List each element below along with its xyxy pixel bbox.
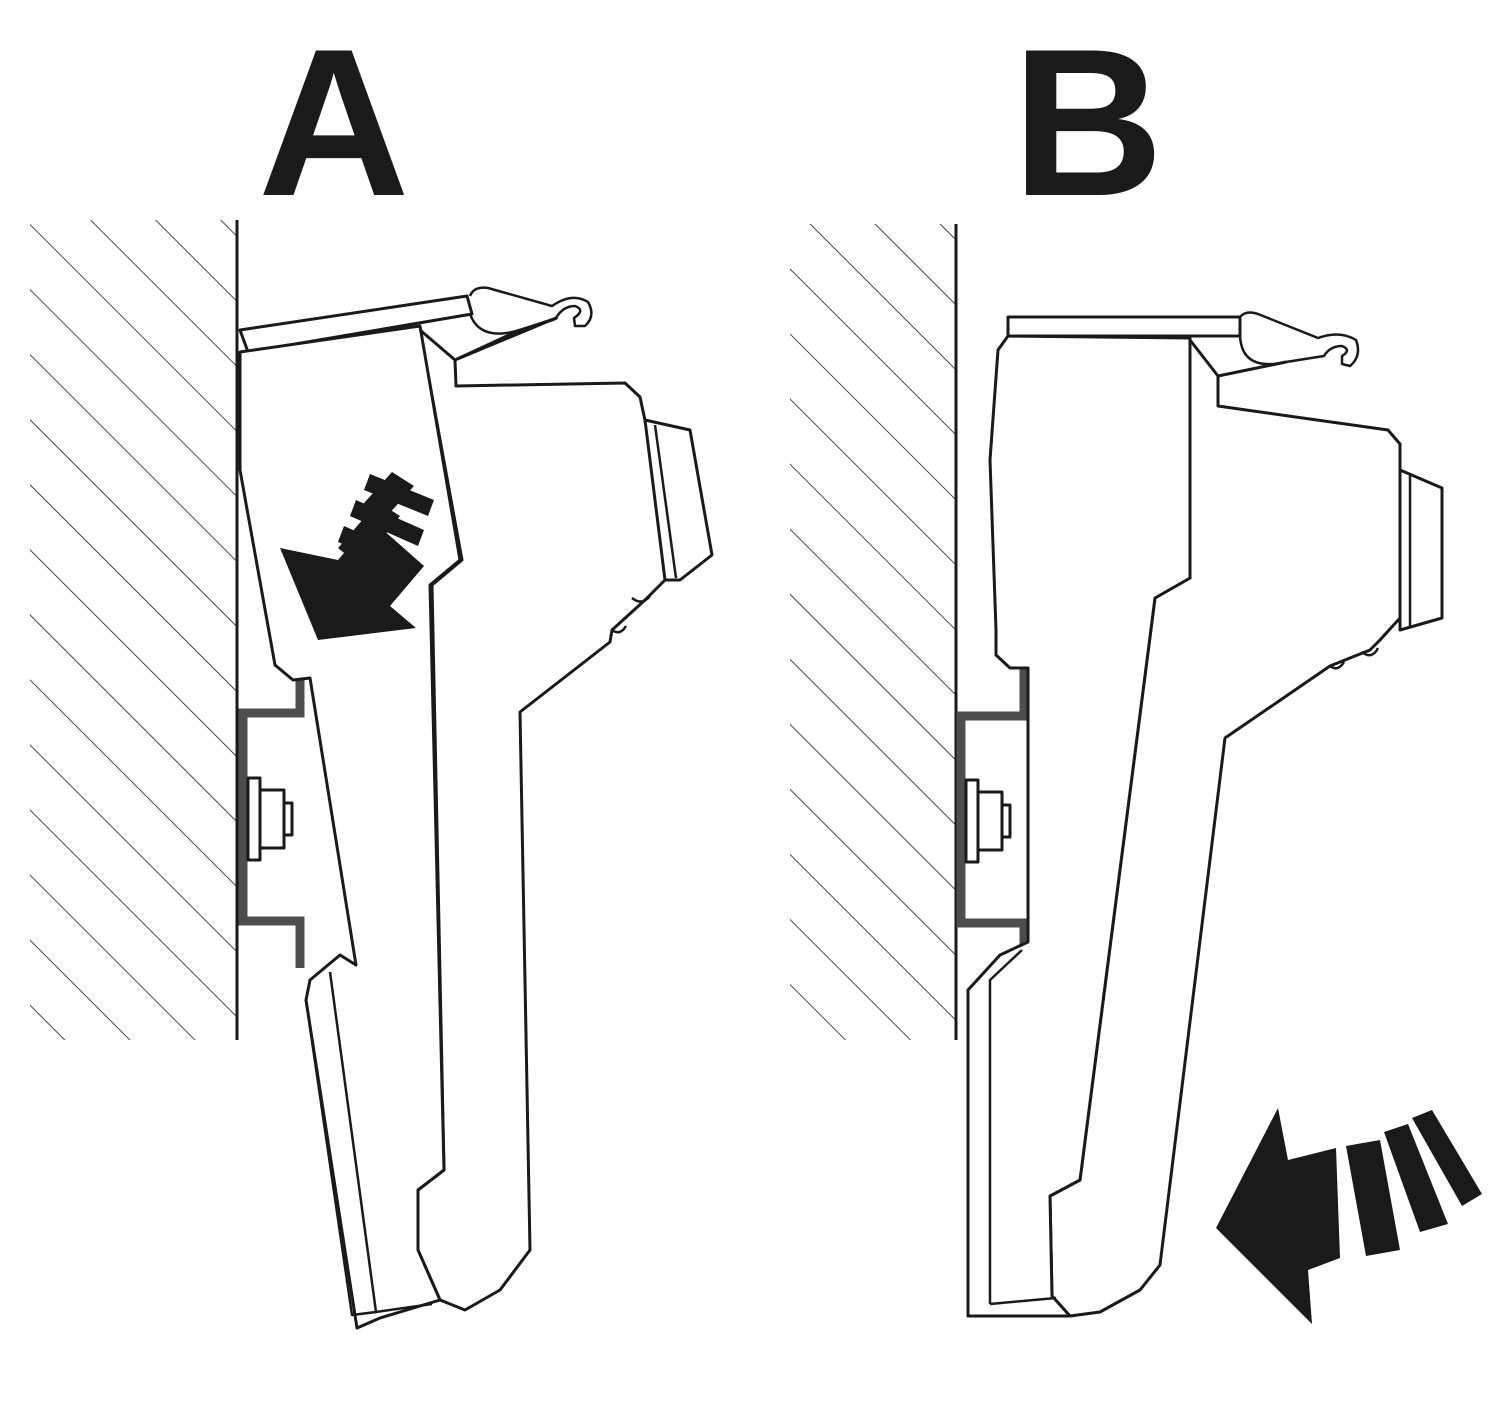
din-rail-b [956,668,1029,965]
device-b [966,311,1444,1318]
din-rail-a [238,678,305,968]
panel-b [790,224,1482,1324]
rail-bolt-b [964,778,1012,864]
panel-b-label: B [1012,5,1164,240]
device-a [238,286,714,1330]
panel-a [30,220,714,1330]
wall-a [30,220,237,1040]
arrow-left-icon [1216,1108,1482,1324]
wall-b [790,224,956,1040]
panel-a-label: A [258,5,410,240]
arrow-down-left-icon [280,472,434,640]
rail-bolt-a [246,776,294,862]
